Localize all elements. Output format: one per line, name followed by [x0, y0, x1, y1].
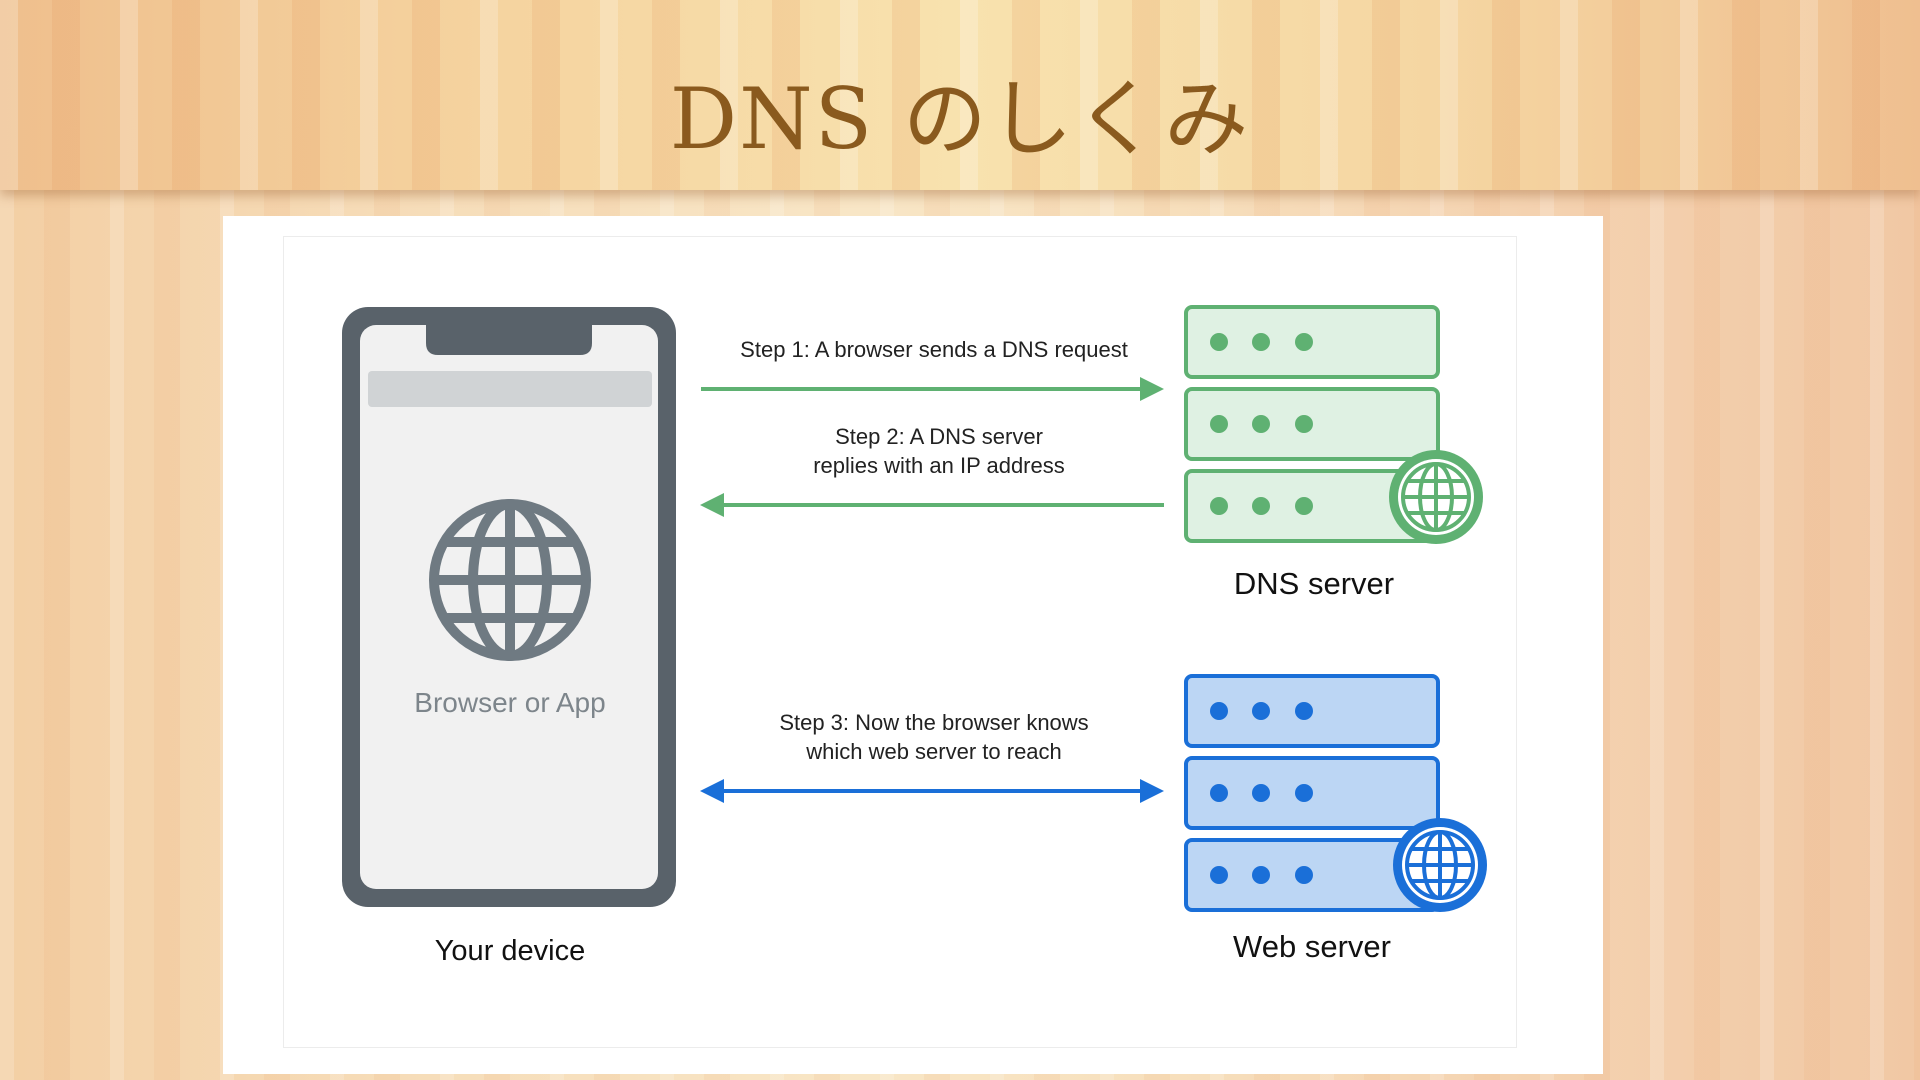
- step-3-label-line-1: Step 3: Now the browser knows: [779, 710, 1088, 735]
- dns-server-caption: DNS server: [1234, 566, 1394, 601]
- browser-or-app-label: Browser or App: [414, 687, 605, 718]
- device-phone: Browser or App: [342, 307, 676, 907]
- step-1: Step 1: A browser sends a DNS request: [701, 337, 1164, 401]
- header-band: [0, 0, 1920, 190]
- step-3: Step 3: Now the browser knows which web …: [700, 710, 1164, 803]
- step-3-label-line-2: which web server to reach: [805, 739, 1062, 764]
- web-server-caption: Web server: [1233, 929, 1391, 964]
- dns-globe-icon: [1389, 450, 1483, 544]
- web-server: Web server: [1184, 674, 1487, 964]
- globe-icon: [429, 499, 591, 661]
- double-arrow-left-head: [700, 779, 724, 803]
- step-2-label-line-1: Step 2: A DNS server: [835, 424, 1043, 449]
- address-bar: [368, 371, 652, 407]
- your-device-caption: Your device: [435, 935, 585, 967]
- step-2-label-line-2: replies with an IP address: [813, 453, 1065, 478]
- arrow-left-head: [700, 493, 724, 517]
- step-1-label: Step 1: A browser sends a DNS request: [740, 337, 1128, 362]
- step-2: Step 2: A DNS server replies with an IP …: [700, 424, 1164, 517]
- dns-diagram: Browser or App Your device Step 1: A bro…: [283, 236, 1517, 1048]
- diagram-canvas: Browser or App Your device Step 1: A bro…: [342, 305, 1487, 967]
- server-rack-icon: [1184, 305, 1440, 543]
- phone-notch: [426, 323, 592, 355]
- double-arrow-right-head: [1140, 779, 1164, 803]
- web-globe-icon: [1393, 818, 1487, 912]
- server-rack-icon: [1184, 674, 1440, 912]
- dns-server: DNS server: [1184, 305, 1483, 601]
- arrow-right-head: [1140, 377, 1164, 401]
- slide-title: DNS のしくみ: [669, 70, 1251, 168]
- content-card: Browser or App Your device Step 1: A bro…: [223, 216, 1603, 1074]
